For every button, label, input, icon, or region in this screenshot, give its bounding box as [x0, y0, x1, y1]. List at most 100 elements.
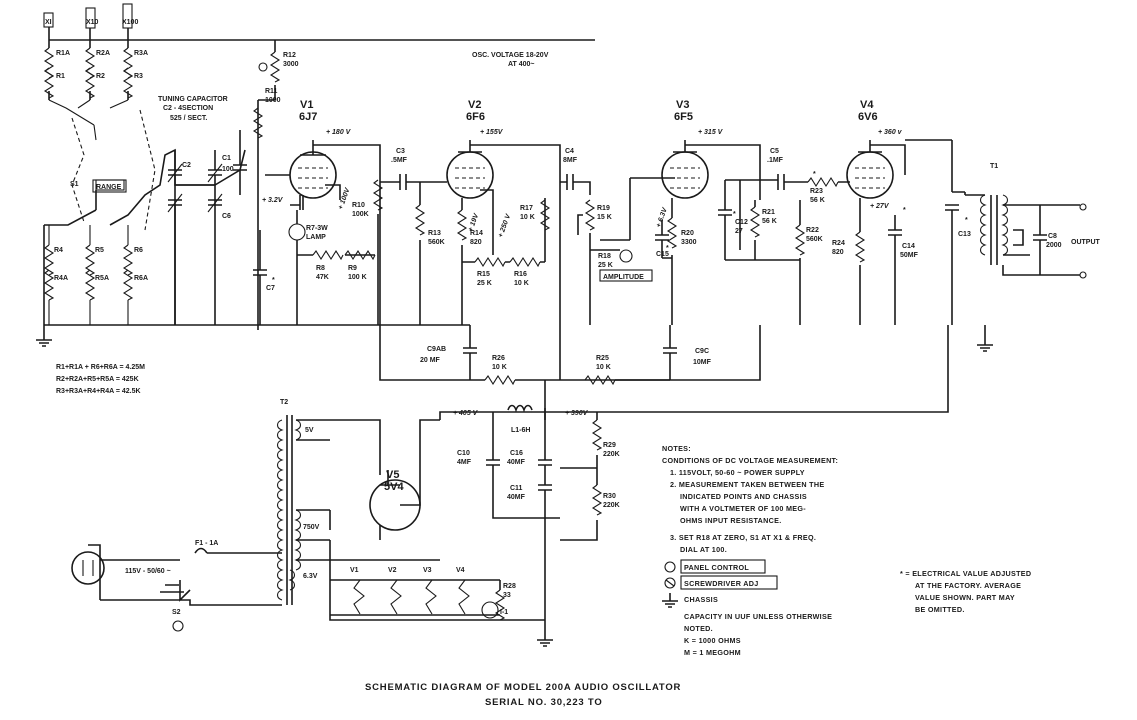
label-r1: R1: [56, 73, 65, 80]
label-c9ab: C9AB: [427, 346, 446, 353]
v4-cathode-voltage: + 27V: [870, 203, 890, 210]
tube-v2: [380, 140, 561, 365]
label-r20: R20: [681, 230, 694, 237]
label-c11: C11: [510, 485, 523, 492]
note-capacity-2: NOTED.: [684, 624, 713, 633]
label-r14: R14: [470, 230, 483, 237]
notes-conditions: CONDITIONS OF DC VOLTAGE MEASUREMENT:: [662, 456, 838, 465]
label-c16: C16: [510, 450, 523, 457]
label-r7-value: LAMP: [306, 234, 326, 241]
legend-symbols: [92, 179, 778, 608]
tube-v3: [655, 140, 800, 325]
label-r11-value: 1000: [265, 97, 281, 104]
label-r12-value: 3000: [283, 61, 299, 68]
tube-v5-type: 5V4: [384, 481, 404, 493]
v4-plate-voltage: + 360 v: [878, 129, 903, 136]
osc-voltage-line1: OSC. VOLTAGE 18-20V: [472, 52, 549, 59]
label-r10: R10: [352, 202, 365, 209]
label-r24-value: 820: [832, 249, 844, 256]
supply-voltage-405: + 405 V: [453, 410, 479, 417]
label-c14-value: 50MF: [900, 252, 919, 259]
label-t1: T1: [990, 163, 998, 170]
svg-text:*: *: [666, 245, 669, 252]
r12-r11: [253, 40, 280, 330]
star-note-2: AT THE FACTORY. AVERAGE: [915, 581, 1021, 590]
heater-v3: V3: [423, 567, 432, 574]
note-m: M = 1 MEGOHM: [684, 648, 741, 657]
tube-v3-type: 6F5: [674, 111, 693, 123]
label-t2: T2: [280, 399, 288, 406]
v1-plate-voltage: + 180 V: [326, 129, 352, 136]
label-r16: R16: [514, 271, 527, 278]
output-label: OUTPUT: [1071, 239, 1101, 246]
label-c4-value: 8MF: [563, 157, 578, 164]
note-k: K = 1000 OHMS: [684, 636, 741, 645]
label-r5: R5: [95, 247, 104, 254]
label-c2: C2: [182, 162, 191, 169]
label-c5: C5: [770, 148, 779, 155]
tube-v4: [795, 139, 952, 325]
heater-string: [330, 579, 505, 621]
tube-v4-type: 6V6: [858, 111, 878, 123]
star-note-4: BE OMITTED.: [915, 605, 965, 614]
legend-screwdriver-adj: SCREWDRIVER ADJ: [684, 579, 759, 588]
label-r22-value: 560K: [806, 236, 823, 243]
legend-panel-control: PANEL CONTROL: [684, 563, 749, 572]
power-supply: [71, 325, 949, 647]
tuning-capacitor: [167, 130, 267, 325]
label-c1-value: 100: [222, 166, 234, 173]
label-r15: R15: [477, 271, 490, 278]
amplitude-label: AMPLITUDE: [603, 274, 644, 281]
label-i1: I-1: [500, 609, 508, 616]
label-c6: C6: [222, 213, 231, 220]
label-r26-value: 10 K: [492, 364, 507, 371]
tube-v2-id: V2: [468, 99, 481, 111]
title-line-2: SERIAL NO. 30,223 TO: [485, 697, 603, 708]
note-3a: 3. SET R18 AT ZERO, S1 AT X1 & FREQ.: [670, 533, 816, 542]
tube-v1: [265, 140, 383, 325]
label-c5-value: .1MF: [767, 157, 784, 164]
label-c16-value: 40MF: [507, 459, 526, 466]
label-r1a: R1A: [56, 50, 70, 57]
label-r23: R23: [810, 188, 823, 195]
label-c12-value: 27: [735, 228, 743, 235]
label-c11-value: 40MF: [507, 494, 526, 501]
heater-v2: V2: [388, 567, 397, 574]
label-r6: R6: [134, 247, 143, 254]
label-f1: F1 - 1A: [195, 540, 218, 547]
title-line-1: SCHEMATIC DIAGRAM OF MODEL 200A AUDIO OS…: [365, 682, 681, 693]
star-note-3: VALUE SHOWN. PART MAY: [915, 593, 1015, 602]
label-l1: L1-6H: [511, 427, 530, 434]
label-r8-value: 47K: [316, 274, 329, 281]
label-r19: R19: [597, 205, 610, 212]
label-c8-value: 2000: [1046, 242, 1062, 249]
label-r5a: R5A: [95, 275, 109, 282]
svg-text:*: *: [813, 171, 816, 178]
osc-voltage-line2: AT 400~: [508, 61, 535, 68]
label-r10-value: 100K: [352, 211, 369, 218]
tube-v1-type: 6J7: [299, 111, 317, 123]
label-r25: R25: [596, 355, 609, 362]
v2-screen-voltage: + 250 V: [497, 212, 512, 239]
label-c1: C1: [222, 155, 231, 162]
label-r3a: R3A: [134, 50, 148, 57]
label-c9c: C9C: [695, 348, 709, 355]
note-2c: WITH A VOLTMETER OF 100 MEG-: [680, 504, 806, 513]
adjusted-markers: * * * * * *: [272, 171, 968, 284]
v1-screen-voltage: + 100V: [337, 186, 352, 211]
label-r18-value: 25 K: [598, 262, 613, 269]
note-1: 1. 115VOLT, 50-60 ~ POWER SUPPLY: [670, 468, 805, 477]
winding-5v: 5V: [305, 427, 314, 434]
label-r9-value: 100 K: [348, 274, 367, 281]
label-r24: R24: [832, 240, 845, 247]
decoupling-row: [379, 325, 761, 420]
label-r4: R4: [54, 247, 63, 254]
label-r19-value: 15 K: [597, 214, 612, 221]
label-c4: C4: [565, 148, 574, 155]
tube-v5-id: V5: [386, 469, 399, 481]
c4-r19-r18: [560, 174, 675, 325]
label-r15-value: 25 K: [477, 280, 492, 287]
